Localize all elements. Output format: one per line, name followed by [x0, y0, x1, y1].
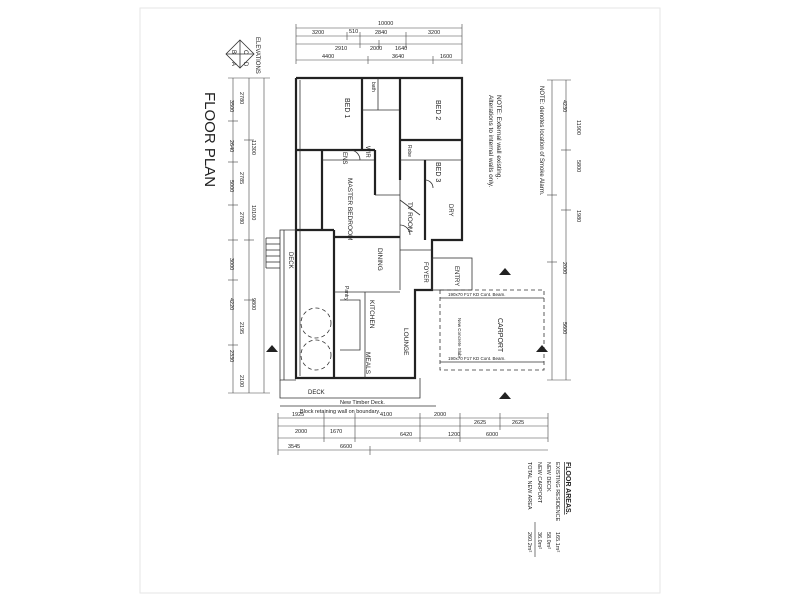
room-bath: bath — [370, 82, 376, 92]
floor-area-row-4-value: 260.2m² — [526, 532, 532, 552]
dim-right-mid-1: 5800 — [575, 160, 581, 172]
dim-left-total-1: 11300 — [250, 140, 256, 155]
elevation-key: C B D A ELEVATIONS — [225, 37, 260, 74]
dim-bottom-3b: 6600 — [340, 444, 352, 450]
elevation-letter-a: A — [230, 62, 236, 66]
room-bed1: BED 1 — [343, 98, 350, 118]
room-foyer: FOYER — [422, 262, 428, 283]
dim-left-total-3: 9800 — [250, 298, 256, 310]
elevation-letter-d: D — [242, 62, 248, 67]
room-wir: WIR — [364, 146, 370, 158]
floor-area-row-3-value: 36.0m² — [536, 532, 542, 549]
floor-area-row-4-label: TOTAL NEW AREA — [526, 462, 532, 510]
dim-right-mid-2: 11900 — [575, 120, 581, 135]
dim-top-3c: 1600 — [440, 54, 452, 60]
dim-left-outer-3: 2780 — [238, 212, 244, 224]
room-deck-bottom: DECK — [308, 390, 325, 396]
note-block-retaining: Block retaining wall on boundary. — [300, 409, 381, 415]
note-smoke-alarm: NOTE: denotes location of Smoke Alarm. — [538, 86, 544, 196]
dim-top-3b: 3640 — [392, 54, 404, 60]
dim-top-1a: 3200 — [312, 30, 324, 36]
top-dimensions: 10000 3200 510 2840 3200 2910 2000 1640 … — [295, 21, 463, 64]
dim-top-1b: 510 — [349, 29, 358, 35]
dim-left-mid-4: 3000 — [228, 258, 234, 270]
annotations: New Timber Deck. Block retaining wall on… — [300, 292, 506, 415]
bottom-dimensions: 1925 4100 2000 2625 2625 2000 1670 6420 … — [277, 412, 549, 455]
note-new-timber-deck: New Timber Deck. — [340, 400, 385, 406]
dim-bottom-2c: 6420 — [400, 432, 412, 438]
room-bed2: BED 2 — [434, 100, 441, 120]
note-carport-beam-bottom: 190x70 F17 KD Cont. Beam. — [448, 356, 506, 361]
elevation-letter-c: C — [242, 50, 248, 55]
dim-left-outer-4: 2195 — [238, 322, 244, 334]
floor-area-row-2-value: 58.0m² — [545, 532, 551, 549]
room-ens: ENS — [341, 152, 347, 164]
dim-top-1d: 3200 — [428, 30, 440, 36]
dim-top-1c: 2840 — [375, 30, 387, 36]
dim-bottom-1d: 2625 — [474, 420, 486, 426]
dim-left-mid-5: 4220 — [228, 298, 234, 310]
room-master-bedroom: MASTER BEDROOM — [346, 178, 353, 240]
dim-left-mid-6: 2330 — [228, 350, 234, 362]
dim-bottom-1c: 2000 — [434, 412, 446, 418]
dim-left-outer-2: 2785 — [238, 172, 244, 184]
dim-left-mid-3: 5000 — [228, 180, 234, 192]
building-plan — [265, 76, 548, 407]
room-dry: DRY — [447, 204, 453, 217]
dim-top-2a: 2910 — [335, 46, 347, 52]
room-entry: ENTRY — [453, 266, 459, 286]
room-lounge: LOUNGE — [402, 328, 409, 356]
left-dimensions: 2780 2785 2780 2195 2100 3500 2640 5000 … — [228, 77, 270, 394]
elevation-letter-b: B — [230, 50, 236, 54]
room-labels: BED 1 bath BED 2 BED 3 Robe ENS WIR MAST… — [287, 82, 503, 396]
note-alterations: Alterations to internal walls only. — [487, 95, 494, 188]
dim-bottom-3a: 3545 — [288, 444, 300, 450]
floor-areas-table: FLOOR AREAS. EXISTING RESIDENCE 165.1m² … — [526, 462, 571, 557]
dim-bottom-1b: 4100 — [380, 412, 392, 418]
room-bed3: BED 3 — [434, 162, 441, 182]
dim-top-3a: 4400 — [322, 54, 334, 60]
dim-left-total-2: 10100 — [250, 205, 256, 220]
dim-top-2c: 1640 — [395, 46, 407, 52]
dim-top-2b: 2000 — [370, 46, 382, 52]
dim-left-outer-5: 2100 — [238, 375, 244, 387]
dim-bottom-1a: 1925 — [292, 412, 304, 418]
dim-bottom-1e: 2625 — [512, 420, 524, 426]
dim-right-outer-1: 4230 — [561, 100, 567, 112]
dim-right-mid-3: 1980 — [575, 210, 581, 222]
right-dimensions: 4230 2000 5600 5800 11900 1980 — [547, 79, 581, 381]
note-carport-beam-top: 190x70 F17 KD Cont. Beam. — [448, 292, 506, 297]
room-carport: CARPORT — [496, 318, 503, 353]
floor-areas-title: FLOOR AREAS. — [564, 462, 571, 515]
dim-bottom-2b: 1670 — [330, 429, 342, 435]
room-pantry: Pantry — [343, 286, 349, 301]
dim-right-outer-3: 5600 — [561, 322, 567, 334]
dim-right-outer-2: 2000 — [561, 262, 567, 274]
note-new-concrete-slab: New Concrete Slab — [457, 318, 462, 357]
floor-area-row-2-label: NEW DECK — [545, 462, 551, 492]
room-robe: Robe — [406, 145, 412, 157]
drawing-title: FLOOR PLAN — [201, 92, 218, 187]
dim-left-mid-2: 2640 — [228, 140, 234, 152]
room-kitchen: KITCHEN — [368, 300, 375, 329]
room-dining: DINING — [376, 248, 383, 271]
dim-left-mid-1: 3500 — [228, 100, 234, 112]
dim-bottom-2d: 1200 — [448, 432, 460, 438]
floor-area-row-1-value: 165.1m² — [554, 532, 560, 552]
dim-bottom-2a: 2000 — [295, 429, 307, 435]
note-external-wall: NOTE: External wall existing. — [495, 95, 502, 179]
room-deck-side: DECK — [287, 252, 293, 269]
floor-area-row-3-label: NEW CARPORT — [536, 462, 542, 504]
dim-left-outer-1: 2780 — [238, 92, 244, 104]
room-tv: TV ROOM — [406, 202, 413, 232]
elevations-label: ELEVATIONS — [254, 37, 260, 74]
dim-top-overall: 10000 — [378, 21, 393, 27]
dim-bottom-2e: 6000 — [486, 432, 498, 438]
room-meals: MEALS — [364, 352, 371, 375]
floor-area-row-1-label: EXISTING RESIDENCE — [554, 462, 560, 522]
